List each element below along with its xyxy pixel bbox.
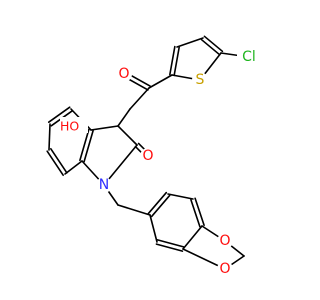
- bond-th2-th3: [173, 46, 180, 77]
- bond-bz3-bz4-second: [194, 197, 205, 227]
- bond-ch2n-bz1: [117, 204, 151, 216]
- bond-ch2-c3: [117, 108, 131, 127]
- svg-text:O: O: [118, 66, 129, 82]
- bond-c6-c7: [46, 150, 64, 177]
- bond-c2-n1: [103, 144, 138, 186]
- atom-s-thiophene: S: [192, 72, 208, 88]
- atom-o-dioxole-2: O: [217, 261, 233, 277]
- bond-bz1-bz2-second: [147, 191, 168, 215]
- atom-o-lactam: O: [140, 148, 156, 164]
- bond-c7a-c3a-second: [79, 128, 90, 162]
- atom-cl: Cl: [237, 49, 261, 65]
- svg-text:O: O: [219, 233, 230, 249]
- bond-ck-th2: [148, 74, 173, 89]
- bond-bz1-bz2: [150, 194, 171, 218]
- atom-o-dioxole-1: O: [217, 233, 233, 249]
- molecule-structure: O S Cl HO O N O O: [46, 35, 261, 277]
- bond-bz3-bz4: [190, 198, 201, 228]
- bond-bz4-bz5: [182, 225, 203, 250]
- bond-th4-th5-second: [203, 35, 224, 53]
- atom-hydroxyl: HO: [60, 117, 88, 134]
- bond-bz5-bz6-second: [155, 243, 184, 252]
- bond-c7-c7a: [64, 160, 83, 175]
- bond-bz6-bz1: [149, 214, 158, 243]
- svg-text:S: S: [196, 72, 205, 88]
- bond-c7a-c3a: [83, 129, 94, 163]
- svg-text:Cl: Cl: [242, 49, 256, 65]
- bond-bz5-bz6: [156, 239, 185, 248]
- svg-text:O: O: [142, 148, 153, 164]
- bond-c3a-c3: [90, 125, 119, 131]
- svg-text:HO: HO: [60, 119, 79, 134]
- bond-ck-ch2: [129, 87, 150, 110]
- bond-bz2-bz3: [167, 193, 194, 200]
- svg-text:O: O: [219, 261, 230, 277]
- atom-n-indole: N: [96, 177, 112, 193]
- svg-text:N: N: [99, 177, 109, 193]
- bond-c3-c2: [117, 125, 138, 146]
- bond-c4-c5: [47, 106, 71, 124]
- bond-c6-c7-second: [50, 147, 68, 174]
- bond-th2-th3-second: [169, 45, 176, 76]
- bond-c5-c6: [48, 123, 51, 151]
- bond-th3-th4: [176, 37, 204, 48]
- atom-o-ketone: O: [116, 66, 132, 82]
- bond-th4-th5: [200, 38, 221, 56]
